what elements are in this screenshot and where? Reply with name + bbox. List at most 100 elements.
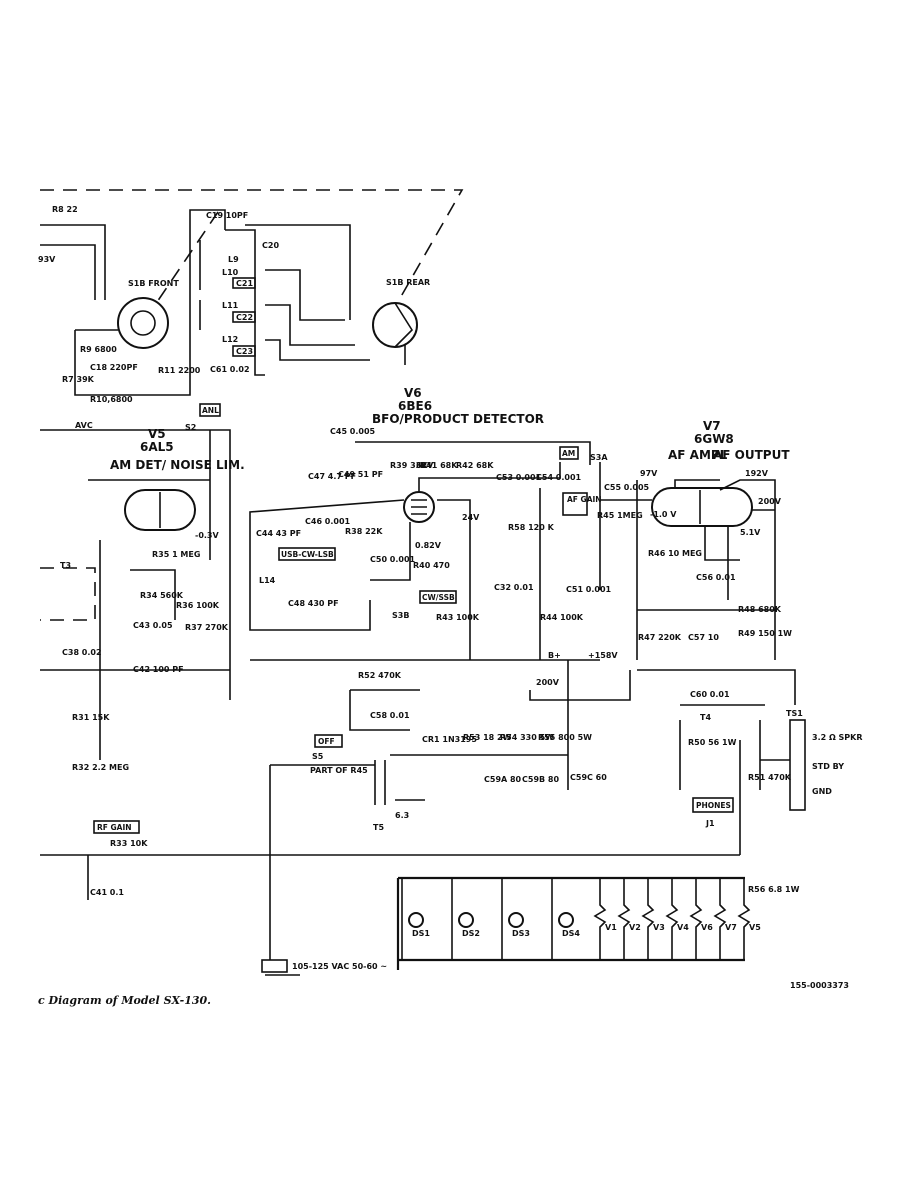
c50-label: C50 0.001 [370, 555, 416, 564]
dial-lamp-label: DS1 [412, 929, 430, 938]
v97-label: 97V [640, 469, 658, 478]
r47-label: R47 220K [638, 633, 682, 642]
c41-label: C41 0.1 [90, 888, 124, 897]
t5-label: T5 [373, 823, 384, 832]
r49-label: R49 150 1W [738, 629, 792, 638]
l14-label: L14 [259, 576, 276, 585]
c42-label: C42 100 PF [133, 665, 184, 674]
dial-lamp-label: DS2 [462, 929, 480, 938]
drawing-number: 155-0003373 [790, 981, 849, 990]
r37-label: R37 270K [185, 623, 229, 632]
filament-label: V7 [725, 923, 737, 932]
gnd-label: GND [812, 787, 832, 796]
c21-label: C21 [236, 279, 253, 288]
c49-label: C49 51 PF [338, 470, 383, 479]
c55-label: C55 0.005 [604, 483, 650, 492]
t4-label: T4 [700, 713, 711, 722]
s3b-label: S3B [392, 611, 409, 620]
power-supply: R52 470K C58 0.01 OFF S5 PART OF R45 T5 … [261, 660, 631, 976]
v7-function-b: AF OUTPUT [713, 448, 790, 462]
r41-label: R41 68K [420, 461, 458, 470]
v200a-label: 200V [758, 497, 782, 506]
t3-label: T3 [60, 561, 71, 570]
filament-label: V1 [605, 923, 617, 932]
v6-ref: V6 [404, 386, 422, 400]
r8-label: R8 22 [52, 205, 78, 214]
s1b-rear-switch [372, 302, 418, 348]
filament-label: V3 [653, 923, 665, 932]
r58-label: R58 120 K [508, 523, 555, 532]
band-switch-section: R8 22 93V S1B FRONT R9 6800 R7 39K C18 2… [38, 205, 250, 417]
cr1-label: CR1 1N3195 [422, 735, 477, 744]
r42-label: R42 68K [456, 461, 494, 470]
bplus-label: B+ [548, 651, 561, 660]
c59a-label: C59A 80 [484, 775, 522, 784]
r40-label: R40 470 [413, 561, 450, 570]
c53-label: C53 0.001 [496, 473, 542, 482]
spkr-label: 3.2 Ω SPKR [812, 733, 863, 742]
v7-ref: V7 [703, 419, 721, 433]
v51-label: 5.1V [740, 528, 761, 537]
c61-label: C61 0.02 [210, 365, 250, 374]
dial-lamp-2 [458, 912, 474, 928]
c45-label: C45 0.005 [330, 427, 376, 436]
v62-label: 62V [416, 461, 434, 470]
r7-label: R7 39K [62, 375, 95, 384]
dial-lamp-4 [558, 912, 574, 928]
r32-label: R32 2.2 MEG [72, 763, 129, 772]
s5-label: S5 [312, 752, 324, 761]
c43-label: C43 0.05 [133, 621, 173, 630]
c47-label: C47 4.7 PF [308, 472, 356, 481]
r33-label: R33 10K [110, 839, 148, 848]
v5-function: AM DET/ NOISE LIM. [110, 458, 245, 472]
v192-label: 192V [745, 469, 769, 478]
vneg10-label: -1.0 V [650, 510, 677, 519]
v6-type: 6BE6 [398, 399, 432, 413]
dial-lamp-1 [408, 912, 424, 928]
r53-label: R53 18 2W [463, 733, 512, 742]
v5-ref: V5 [148, 427, 166, 441]
c32-label: C32 0.01 [494, 583, 534, 592]
v6-group: V6 6BE6 BFO/PRODUCT DETECTOR 62V 24V 0.8… [372, 386, 544, 550]
r54-label: R54 330 5W [500, 733, 554, 742]
t5-tap-label: 6.3 [395, 811, 409, 820]
r36-label: R36 100K [176, 601, 220, 610]
r43-label: R43 100K [436, 613, 480, 622]
r52-label: R52 470K [358, 671, 402, 680]
filament-label: V4 [677, 923, 689, 932]
r44-label: R44 100K [540, 613, 584, 622]
c22-label: C22 [236, 313, 253, 322]
c18-label: C18 220PF [90, 363, 138, 372]
c19-label: C19 10PF [206, 211, 248, 220]
r50-label: R50 56 1W [688, 738, 737, 747]
filament-label: V6 [701, 923, 713, 932]
s3a-label: S3A [590, 453, 608, 462]
c23-label: C23 [236, 347, 253, 356]
c54-label: C54 0.001 [536, 473, 582, 482]
vneg03-label: -0.3V [195, 531, 219, 540]
c48-label: C48 430 PF [288, 599, 339, 608]
c58-label: C58 0.01 [370, 711, 410, 720]
r51-label: R51 470K [748, 773, 792, 782]
cw-ssb-box: CW/SSB [422, 593, 455, 602]
v200b-label: 200V [536, 678, 560, 687]
c20-label: C20 [262, 241, 279, 250]
c59b-label: C59B 80 [522, 775, 559, 784]
v7-tube [651, 487, 753, 527]
stdby-label: STD BY [812, 762, 844, 771]
s1b-rear-label: S1B REAR [386, 278, 430, 287]
r39-label: R39 33K [390, 461, 428, 470]
s5-note: PART OF R45 [310, 766, 368, 775]
s2-label: S2 [185, 423, 196, 432]
c44-label: C44 43 PF [256, 529, 301, 538]
avc-label: AVC [75, 421, 93, 430]
am-box: AM [562, 449, 575, 458]
v5-type: 6AL5 [140, 440, 174, 454]
c56-label: C56 0.01 [696, 573, 736, 582]
s1b-front-switch [117, 297, 169, 349]
v24-label: 24V [462, 513, 480, 522]
ac-input-label: 105-125 VAC 50-60 ~ [292, 962, 387, 971]
dial-lamp-label: DS3 [512, 929, 530, 938]
